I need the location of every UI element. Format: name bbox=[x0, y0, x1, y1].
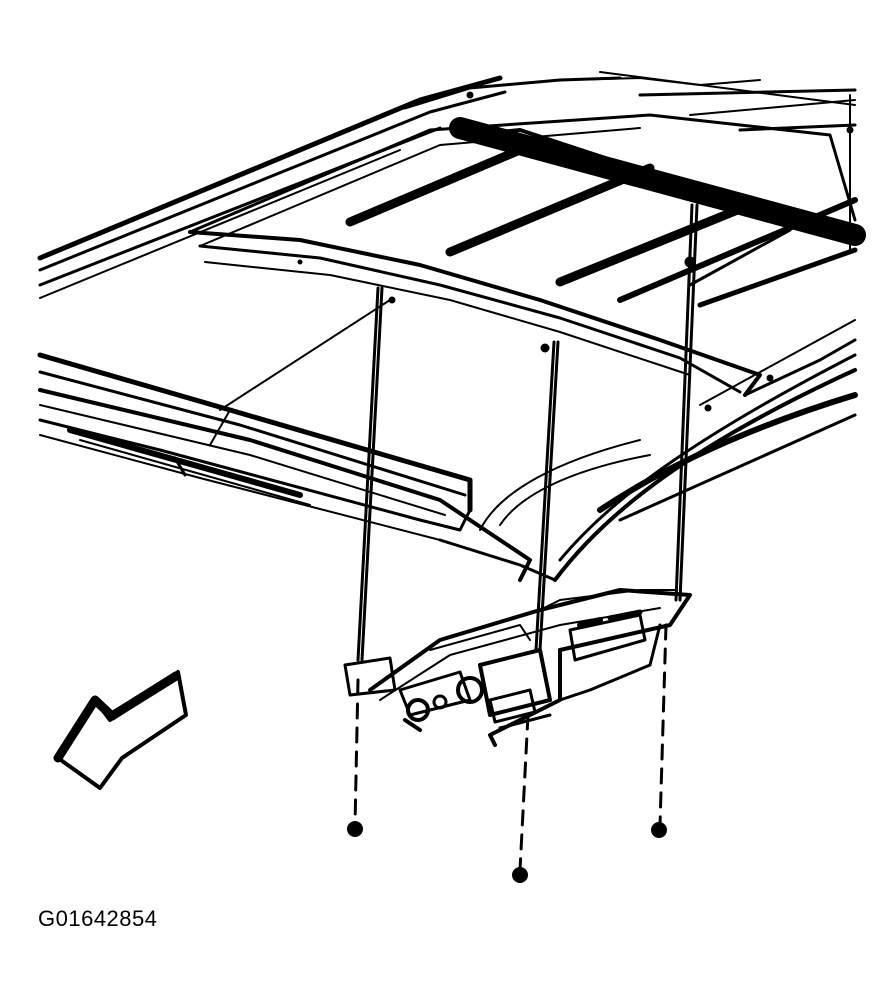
alignment-lines bbox=[353, 203, 699, 872]
figure-code: G01642854 bbox=[38, 906, 158, 931]
nut-icon bbox=[347, 821, 363, 837]
roof-frame bbox=[37, 71, 866, 582]
nut-icon bbox=[651, 822, 667, 838]
overhead-module bbox=[343, 588, 692, 747]
front-direction-arrow-icon bbox=[53, 670, 188, 790]
fasteners bbox=[347, 821, 667, 883]
nut-icon bbox=[512, 867, 528, 883]
